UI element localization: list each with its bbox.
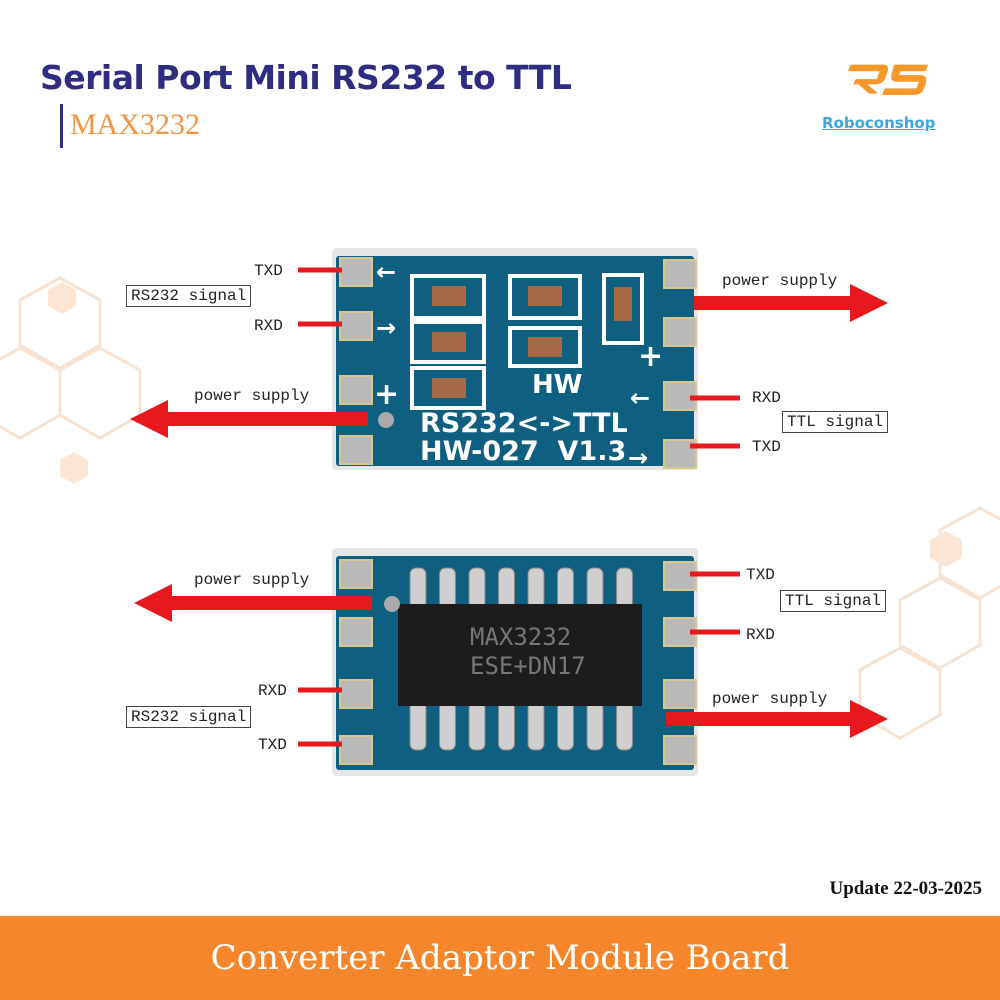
label-bottom-right-txd: TXD — [746, 566, 775, 584]
label-top-left-power: power supply — [194, 387, 310, 405]
max3232-chip — [398, 604, 642, 706]
silkscreen-hw: HW — [532, 370, 582, 400]
label-top-right-rxd: RXD — [752, 389, 781, 407]
svg-text:→: → — [376, 314, 396, 342]
label-bottom-rs232-signal: RS232 signal — [126, 706, 252, 728]
arrow-right-icon — [694, 284, 888, 322]
chip-pin — [468, 567, 486, 609]
svg-text:←: ← — [376, 258, 396, 286]
chip-pin — [616, 701, 633, 751]
chip-pin — [586, 567, 604, 609]
power-arrows — [130, 284, 888, 738]
logo-icon — [847, 64, 929, 95]
chip-pin — [409, 567, 427, 609]
chip-pin — [439, 701, 456, 751]
label-bottom-right-rxd: RXD — [746, 626, 775, 644]
svg-text:+: + — [638, 339, 663, 374]
chip-pin — [468, 701, 486, 751]
label-bottom-left-txd: TXD — [258, 736, 287, 754]
footer-banner: Converter Adaptor Module Board — [0, 916, 1000, 1000]
product-subtitle: MAX3232 — [70, 108, 201, 141]
chip-marking-code: ESE+DN17 — [470, 652, 586, 680]
silkscreen-rs232-ttl: RS232<->TTL — [420, 408, 628, 439]
signal-lines — [298, 267, 740, 747]
footer-text: Converter Adaptor Module Board — [210, 938, 790, 978]
label-top-left-rxd: RXD — [254, 317, 283, 335]
hexagon-pattern-icon — [0, 276, 1000, 740]
label-top-right-power: power supply — [722, 272, 838, 290]
chip-marking-model: MAX3232 — [470, 623, 571, 651]
chip-pin — [409, 701, 427, 751]
label-top-ttl-signal: TTL signal — [782, 411, 889, 433]
product-title: Serial Port Mini RS232 to TTL — [40, 58, 572, 97]
chip-pin — [527, 567, 545, 609]
label-top-rs232-signal: RS232 signal — [126, 285, 252, 307]
label-bottom-right-power: power supply — [712, 690, 828, 708]
chip-pin — [557, 701, 574, 751]
pcb-board-top: HW RS232<->TTL HW-027 V1.3 ← → + + ← → — [332, 248, 698, 472]
chip-pin — [498, 567, 515, 609]
svg-text:←: ← — [630, 384, 650, 412]
label-bottom-ttl-signal: TTL signal — [780, 590, 887, 612]
label-bottom-left-power: power supply — [194, 571, 310, 589]
logo-text: Roboconshop — [822, 114, 936, 132]
chip-pin — [527, 701, 545, 751]
svg-text:+: + — [374, 377, 399, 412]
silkscreen-version: HW-027 V1.3 — [420, 436, 626, 467]
pcb-board-bottom: MAX3232 ESE+DN17 — [332, 548, 698, 776]
update-date: Update 22-03-2025 — [829, 878, 982, 899]
chip-pin — [557, 567, 574, 609]
chip-pin — [439, 567, 456, 609]
subtitle-bar — [60, 104, 63, 148]
label-bottom-left-rxd: RXD — [258, 682, 287, 700]
arrow-left-icon — [130, 400, 368, 438]
arrow-left-icon — [134, 584, 372, 622]
chip-pin — [616, 567, 633, 609]
svg-text:→: → — [628, 444, 648, 472]
chip-pin — [498, 701, 515, 751]
chip-pin — [586, 701, 604, 751]
label-top-right-txd: TXD — [752, 438, 781, 456]
label-top-left-txd: TXD — [254, 262, 283, 280]
arrow-right-icon — [666, 700, 888, 738]
